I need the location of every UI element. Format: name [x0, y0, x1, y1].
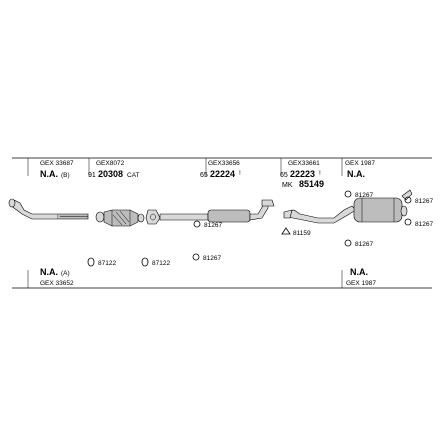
callout-number: 87122 [98, 260, 116, 267]
part-prefix: 65 [200, 172, 208, 179]
flange-gasket [145, 209, 161, 225]
part-code: GEX 1987 [345, 160, 375, 167]
middle-pipe [159, 199, 275, 223]
rubber-hanger-icon [192, 190, 412, 261]
na-suffix: (B) [61, 172, 70, 179]
na-label: N.A. [40, 267, 58, 277]
part-code: GEX33656 [208, 160, 240, 167]
mk-number: 85149 [299, 179, 324, 189]
front-pipe [8, 198, 89, 220]
part-suffix: ! [319, 170, 321, 177]
rear-silencer [353, 189, 413, 223]
na-label: N.A. [347, 169, 365, 179]
part-code: GEX33661 [288, 160, 320, 167]
callout-number: 81267 [415, 198, 433, 205]
mk-label: MK [282, 182, 293, 189]
callout-number: 81267 [203, 255, 221, 262]
callout-number: 81267 [355, 241, 373, 248]
na-label: N.A. [350, 267, 368, 277]
part-suffix: CAT [127, 172, 140, 179]
part-prefix: 65 [280, 172, 288, 179]
part-prefix: 91 [88, 172, 96, 179]
callout-number: 81267 [415, 221, 433, 228]
part-code: GEX 33687 [40, 160, 74, 167]
part-suffix: ! [239, 170, 241, 177]
callout-number: 81267 [355, 192, 373, 199]
part-code: GEX8072 [96, 160, 125, 167]
part-number: 22223 [290, 169, 315, 179]
na-label: N.A. [40, 169, 58, 179]
clamp-icon [87, 227, 291, 267]
part-code: GEX 1987 [346, 280, 376, 287]
catalytic-converter [95, 209, 145, 227]
callout-number: 81267 [204, 222, 222, 229]
part-number: 22224 [210, 169, 235, 179]
part-number: 20308 [98, 169, 123, 179]
callout-number: 87122 [152, 260, 170, 267]
callout-number: 81159 [293, 230, 311, 237]
part-code: GEX 33652 [40, 280, 74, 287]
na-suffix: (A) [61, 270, 70, 277]
rear-pipe [283, 205, 357, 224]
